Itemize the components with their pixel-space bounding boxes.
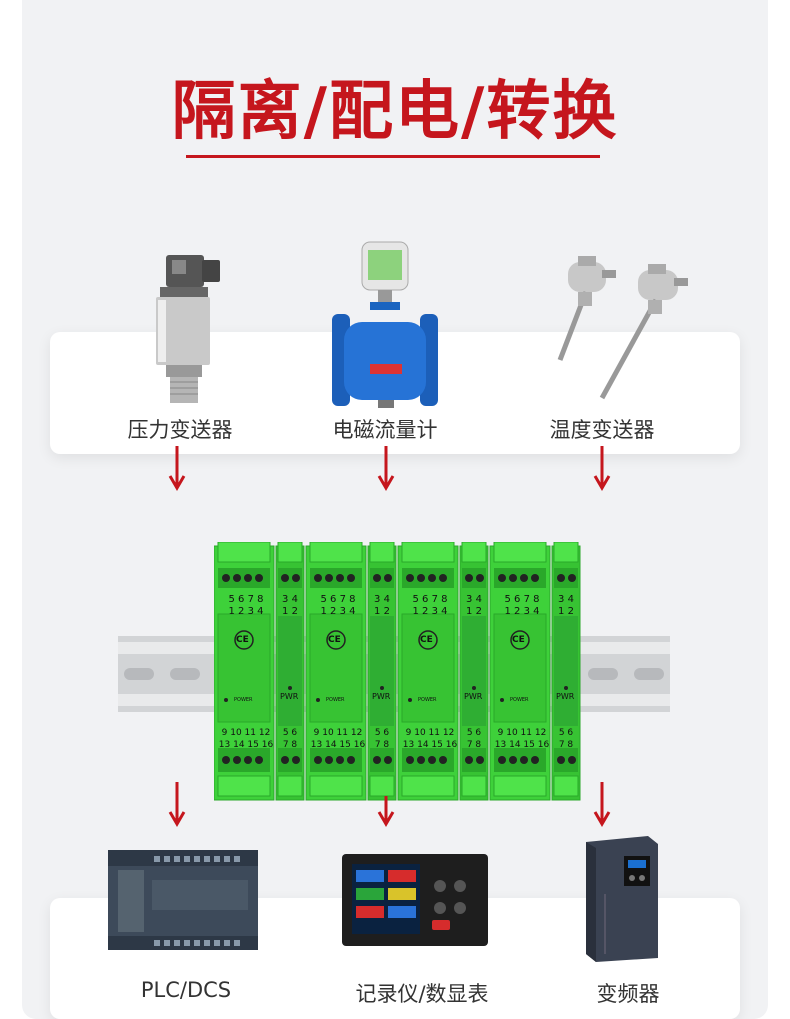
terminal-numbers-bottom: 5 6 [282,728,298,738]
terminal-numbers-top: 1 2 [558,606,574,617]
arrow-down-icon [593,782,611,827]
terminal-numbers-bottom: 5 6 [374,728,390,738]
terminal-numbers-bottom: 9 10 11 12 [221,728,271,738]
terminal-numbers-top: 1 2 [374,606,390,617]
arrow-down-icon [168,782,186,827]
terminal-numbers-top: 3 4 [374,594,390,605]
terminal-numbers-top: 1 2 3 4 [228,606,264,617]
pwr-label: PWR [280,692,299,701]
terminal-numbers-bottom: 13 14 15 16 [494,740,550,750]
title-underline [186,155,600,158]
terminal-numbers-bottom: 9 10 11 12 [405,728,455,738]
arrow-down-icon [377,446,395,491]
terminal-numbers-top: 1 2 3 4 [412,606,448,617]
isolator-module-group [213,541,584,802]
pressure-transmitter-icon [156,255,220,403]
terminal-numbers-top: 5 6 7 8 [504,594,540,605]
power-label: POWER [234,697,253,703]
terminal-numbers-top: 5 6 7 8 [228,594,264,605]
inverter-icon [586,836,658,962]
ce-mark: CE [236,635,249,645]
output-label-inverter: 变频器 [596,982,660,1006]
arrow-down-icon [593,446,611,491]
terminal-numbers-bottom: 7 8 [282,740,298,750]
power-label: POWER [326,697,345,703]
arrow-down-icon [377,796,395,827]
output-label-plc: PLC/DCS [140,978,232,1002]
power-label: POWER [510,697,529,703]
terminal-numbers-top: 5 6 7 8 [320,594,356,605]
terminal-numbers-bottom: 7 8 [374,740,390,750]
ce-mark: CE [328,635,341,645]
terminal-numbers-bottom: 13 14 15 16 [310,740,366,750]
pwr-label: PWR [464,692,483,701]
input-label-flowmeter: 电磁流量计 [332,418,438,442]
arrow-down-icon [168,446,186,491]
terminal-numbers-top: 1 2 [466,606,482,617]
power-label: POWER [418,697,437,703]
pwr-label: PWR [372,692,391,701]
ce-mark: CE [420,635,433,645]
terminal-numbers-top: 3 4 [282,594,298,605]
temperature-transmitter-icon [557,256,688,400]
page-title: 隔离/配电/转换 [171,75,619,149]
terminal-numbers-bottom: 5 6 [466,728,482,738]
terminal-numbers-top: 3 4 [558,594,574,605]
plc-icon [108,850,258,950]
terminal-numbers-bottom: 9 10 11 12 [497,728,547,738]
ce-mark: CE [512,635,525,645]
isolator-modules [213,541,581,801]
terminal-numbers-top: 1 2 3 4 [320,606,356,617]
output-label-recorder: 记录仪/数显表 [355,982,489,1006]
input-label-pressure: 压力变送器 [127,418,233,442]
terminal-numbers-top: 1 2 3 4 [504,606,540,617]
terminal-numbers-bottom: 13 14 15 16 [402,740,458,750]
pwr-label: PWR [556,692,575,701]
terminal-numbers-bottom: 13 14 15 16 [218,740,274,750]
terminal-numbers-top: 1 2 [282,606,298,617]
terminal-numbers-top: 5 6 7 8 [412,594,448,605]
input-label-temperature: 温度变送器 [549,418,655,442]
recorder-icon [342,854,488,946]
terminal-numbers-bottom: 7 8 [466,740,482,750]
terminal-numbers-bottom: 9 10 11 12 [313,728,363,738]
terminal-numbers-bottom: 7 8 [558,740,574,750]
terminal-numbers-top: 3 4 [466,594,482,605]
terminal-numbers-bottom: 5 6 [558,728,574,738]
flowmeter-icon [332,241,438,408]
module-unit [213,541,305,801]
